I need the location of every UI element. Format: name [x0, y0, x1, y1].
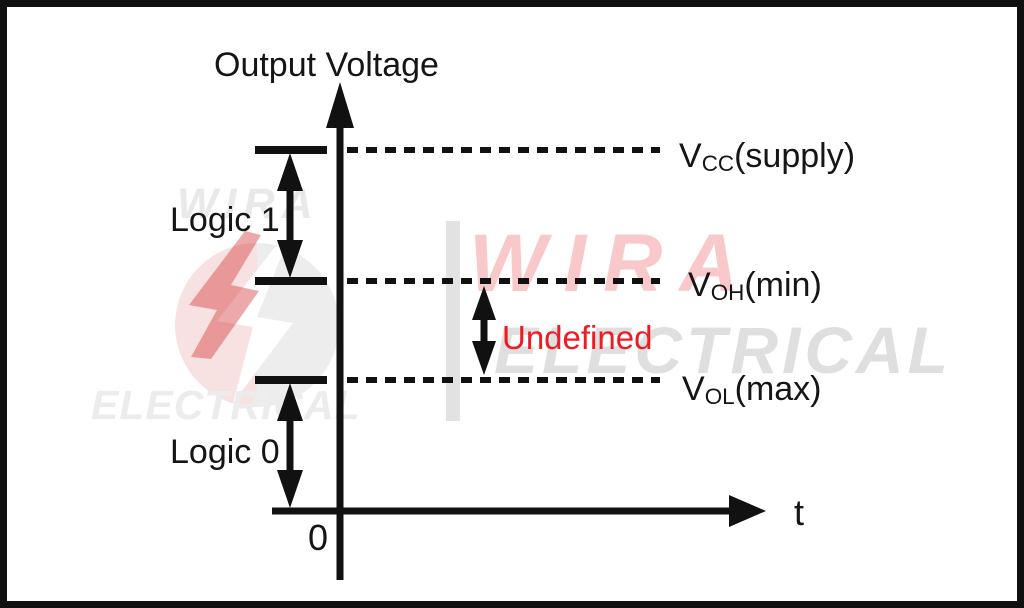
- watermark-logo: [175, 221, 460, 421]
- origin-label: 0: [308, 517, 329, 558]
- voh-symbol: V: [688, 266, 711, 304]
- watermark-divider: [446, 221, 460, 421]
- watermark-brand-center: WIRA: [469, 218, 756, 309]
- undefined-label: Undefined: [502, 319, 653, 356]
- vcc-symbol: V: [679, 137, 702, 175]
- logic1-arrow-up-icon: [277, 153, 303, 191]
- undefined-arrow-down-icon: [472, 341, 496, 375]
- watermark-brand-center-suffix: ELECTRICAL: [494, 313, 952, 387]
- vol-subscript: OL: [704, 384, 735, 410]
- watermark-layer: WIRA ELECTRICAL WIRA ELECTRICAL: [7, 7, 1017, 601]
- logic0-label: Logic 0: [170, 433, 280, 471]
- x-axis-label: t: [794, 492, 805, 533]
- vcc-subscript: CC: [701, 151, 735, 177]
- logo-circle-left-half: [175, 243, 257, 407]
- voh-subscript: OH: [710, 280, 745, 306]
- logic0-arrow-up-icon: [277, 383, 303, 421]
- labels-layer: Output Voltage Logic 1 Undefined Logic 0…: [7, 7, 1017, 601]
- voh-qualifier: (min): [744, 266, 822, 304]
- voh-level-label: VOH(min): [688, 266, 822, 306]
- y-axis-arrow-icon: [326, 82, 354, 128]
- vol-qualifier: (max): [734, 370, 822, 408]
- vol-symbol: V: [682, 370, 705, 408]
- undefined-arrow-up-icon: [472, 286, 496, 320]
- logic1-label: Logic 1: [170, 201, 280, 239]
- logo-lightning-bolt-icon: [217, 247, 293, 403]
- logic0-arrow-down-icon: [277, 470, 303, 508]
- watermark-brand-bottom: ELECTRICAL: [91, 382, 361, 428]
- y-axis-title: Output Voltage: [214, 46, 439, 84]
- logo-red-bolt-icon: [189, 231, 261, 359]
- vcc-level-label: VCC(supply): [679, 137, 856, 177]
- x-axis-arrow-icon: [729, 495, 766, 527]
- logic1-arrow-down-icon: [277, 240, 303, 278]
- vol-level-label: VOL(max): [682, 370, 822, 410]
- vcc-qualifier: (supply): [734, 137, 856, 175]
